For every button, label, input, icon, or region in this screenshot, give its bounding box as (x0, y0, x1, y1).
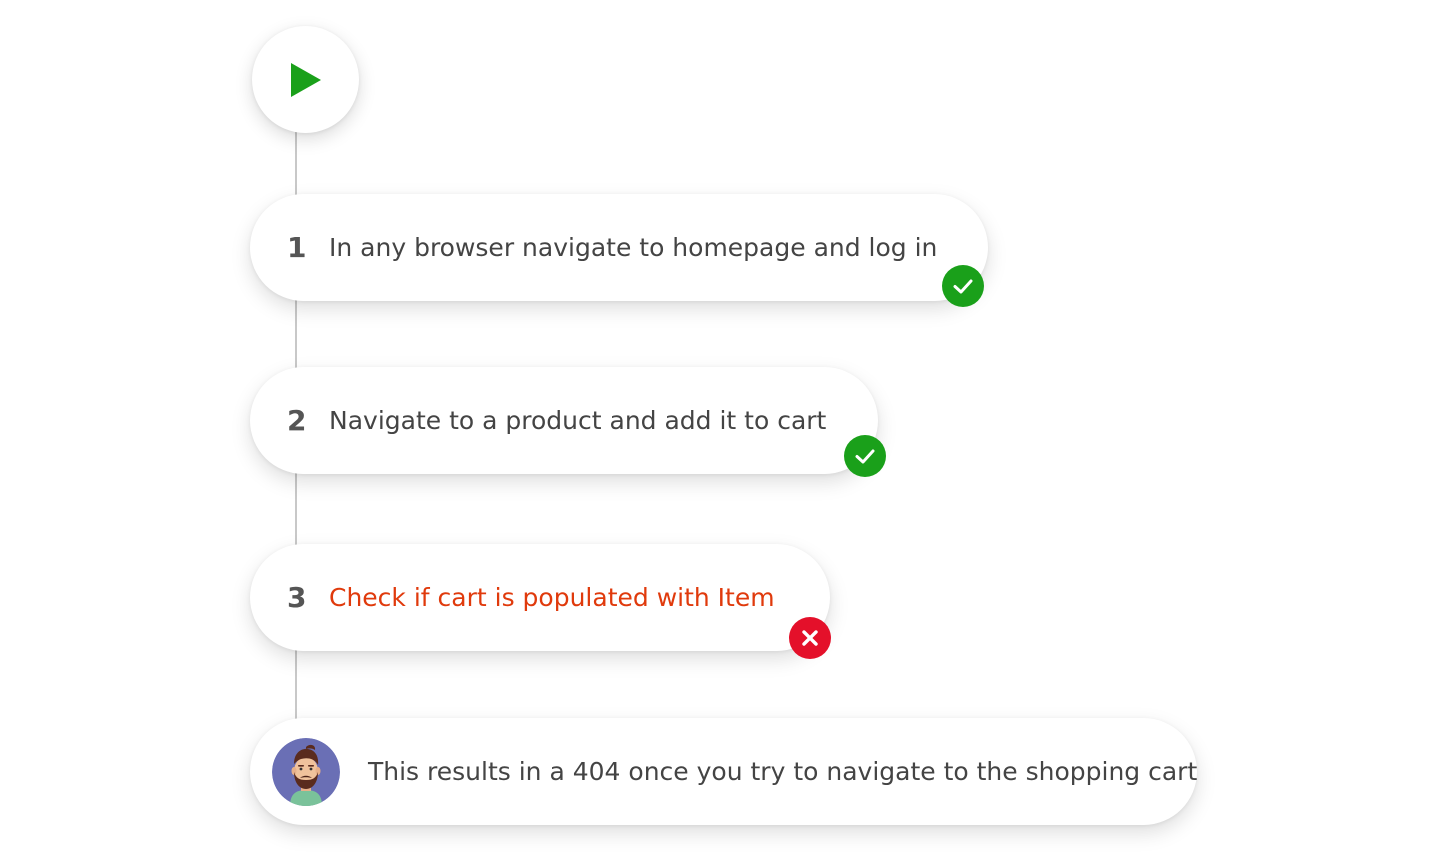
error-x-icon (789, 617, 831, 659)
comment-text: This results in a 404 once you try to na… (368, 757, 1198, 786)
play-icon (289, 61, 323, 99)
step-number: 1 (287, 231, 307, 264)
run-button[interactable] (252, 26, 359, 133)
step-text: Check if cart is populated with Item (329, 583, 775, 612)
check-icon (942, 265, 984, 307)
step-text: Navigate to a product and add it to cart (329, 406, 827, 435)
step-text: In any browser navigate to homepage and … (329, 233, 938, 262)
step-number: 2 (287, 404, 307, 437)
test-step-1[interactable]: 1 In any browser navigate to homepage an… (250, 194, 988, 301)
check-icon (844, 435, 886, 477)
test-step-2[interactable]: 2 Navigate to a product and add it to ca… (250, 367, 878, 474)
step-number: 3 (287, 581, 307, 614)
comment-bubble[interactable]: This results in a 404 once you try to na… (250, 718, 1197, 825)
test-step-3[interactable]: 3 Check if cart is populated with Item (250, 544, 830, 651)
user-avatar-icon (272, 737, 340, 806)
